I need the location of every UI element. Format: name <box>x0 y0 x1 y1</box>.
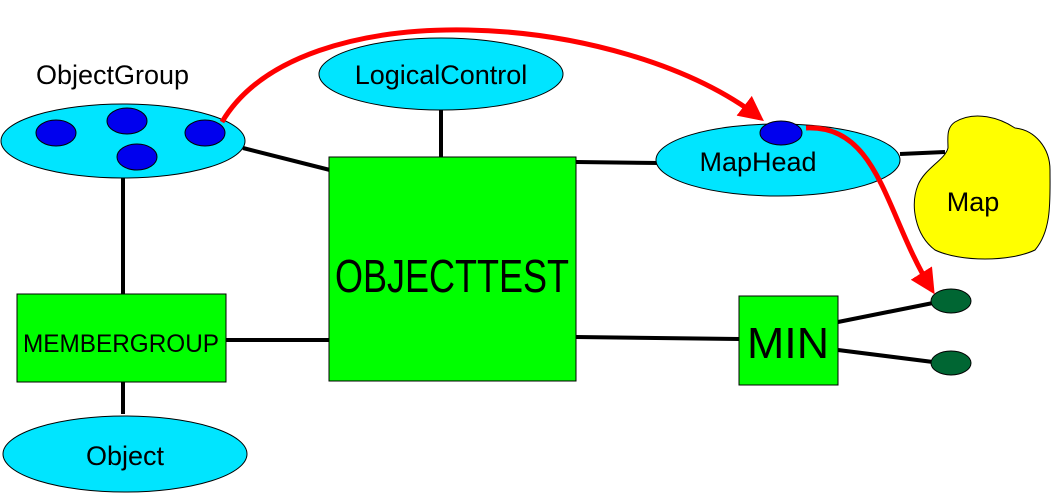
min-label: MIN <box>747 319 829 368</box>
object-ellipse <box>2 415 248 493</box>
edge-objecttest-maphead <box>575 160 660 165</box>
member-group-box <box>16 293 227 383</box>
member-dot <box>116 143 158 171</box>
red-arrow-objectgroup-to-maphead <box>219 27 764 124</box>
edge-maphead-map <box>899 150 946 156</box>
member-dot <box>35 119 77 147</box>
connector-lines <box>121 108 946 414</box>
object-group-node <box>0 103 246 179</box>
logical-control-label: LogicalControl <box>355 60 528 90</box>
red-arrow-maphead-to-output <box>805 125 935 295</box>
map-head-dot <box>759 120 803 146</box>
object-test-box <box>328 156 577 382</box>
member-dot <box>106 107 148 135</box>
map-shape <box>913 115 1051 260</box>
edge-objectgroup-objecttest <box>242 146 331 172</box>
map-label: Map <box>947 187 1000 217</box>
logical-control-ellipse <box>318 37 564 111</box>
object-test-label: OBJECTTEST <box>335 250 569 302</box>
map-head-label: MapHead <box>699 147 816 177</box>
edge-min-output-top <box>837 301 934 324</box>
output-dot-bottom <box>930 350 972 376</box>
output-dot-top <box>930 288 972 314</box>
member-group-label: MEMBERGROUP <box>23 330 219 358</box>
object-group-label: ObjectGroup <box>36 60 189 90</box>
edge-min-output-bottom <box>837 348 934 364</box>
object-label: Object <box>86 441 165 471</box>
member-dot <box>184 119 226 147</box>
min-box <box>738 295 839 386</box>
edge-objecttest-min <box>575 335 740 341</box>
